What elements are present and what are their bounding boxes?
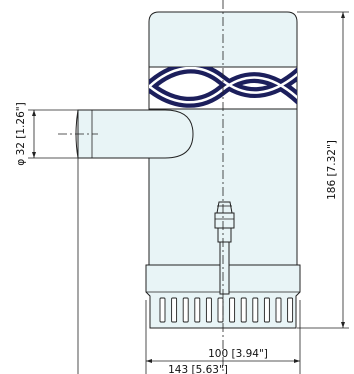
strainer-slot (263, 297, 270, 323)
strainer-slot (287, 297, 294, 323)
strainer-slots (159, 297, 294, 323)
sensor-fitting (214, 201, 235, 295)
outlet-pipe (75, 109, 194, 159)
body-width-label: 100 [3.94"] (208, 348, 268, 360)
strainer-slot (182, 297, 189, 323)
strainer-slot (240, 297, 247, 323)
strainer-slot (194, 297, 201, 323)
strainer-slot (275, 297, 282, 323)
strainer-slot (171, 297, 178, 323)
extension-lines (28, 11, 349, 374)
strainer-slot (159, 297, 166, 323)
dimension-lines (32, 12, 345, 363)
twist-band (148, 66, 298, 110)
center-lines (58, 0, 224, 374)
strainer-slot (217, 297, 224, 323)
strainer-slot (229, 297, 236, 323)
overall-width-label: 143 [5.63"] (168, 364, 228, 374)
strainer-slot (252, 297, 259, 323)
outlet-diameter-label: φ 32 [1.26"] (15, 102, 27, 165)
strainer-slot (205, 297, 212, 323)
height-label: 186 [7.32"] (326, 140, 338, 200)
